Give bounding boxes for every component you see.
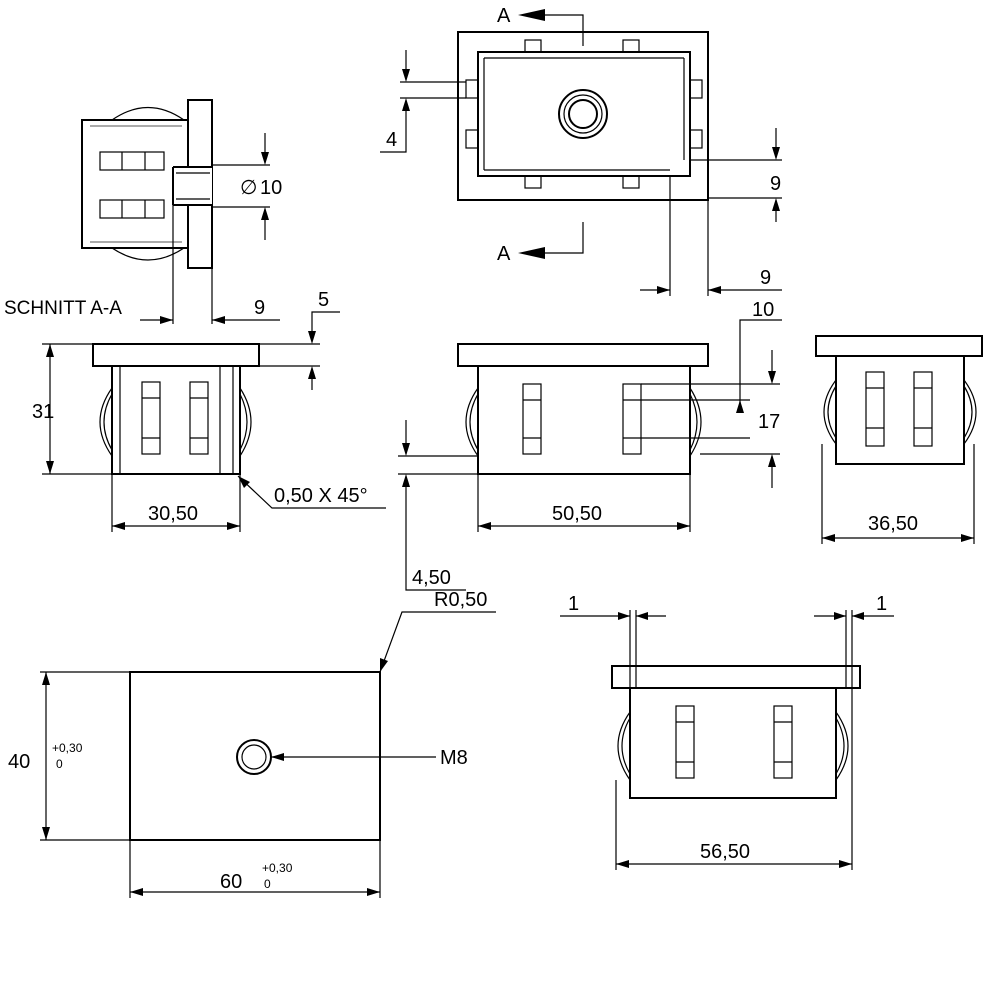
dim-9-side: 9 <box>690 128 782 222</box>
dim-10-value: 10 <box>752 299 774 321</box>
dim-diameter-symbol: ∅ <box>240 177 257 199</box>
dim-40: 40 +0,30 0 <box>8 671 130 841</box>
dim-30-50-value: 30,50 <box>148 503 198 525</box>
front-view-body <box>477 365 691 475</box>
dim-1-right-value: 1 <box>876 593 887 615</box>
dim-10: 10 <box>641 299 782 413</box>
section-view-a-a <box>81 99 213 269</box>
thread-note-value: M8 <box>440 747 468 769</box>
dim-50-50-value: 50,50 <box>552 503 602 525</box>
dim-40-tol-lower: 0 <box>56 757 63 771</box>
dim-1-right: 1 <box>814 593 894 688</box>
dim-diameter-10-value: 10 <box>260 177 282 199</box>
chamfer-note: 0,50 X 45° <box>237 475 386 509</box>
dim-40-tol-upper: +0,30 <box>52 741 83 755</box>
section-arrow-bottom-label: A <box>497 243 511 265</box>
side-view-right-body <box>835 355 965 465</box>
dim-40-value: 40 <box>8 751 30 773</box>
thread-hole <box>568 99 598 129</box>
dim-4-50-value: 4,50 <box>412 567 451 589</box>
chamfer-note-value: 0,50 X 45° <box>274 485 368 507</box>
dim-50-50: 50,50 <box>477 474 691 532</box>
section-slot-lower <box>99 199 165 219</box>
radius-note: R0,50 <box>379 589 496 673</box>
section-title: SCHNITT A-A <box>4 298 122 319</box>
dim-60-tol-upper: +0,30 <box>262 861 293 875</box>
top-view-body <box>477 51 691 177</box>
section-cut-line: A A <box>497 5 584 265</box>
dim-60-tol-lower: 0 <box>264 877 271 891</box>
dim-9-bottom-value: 9 <box>760 267 771 289</box>
dim-56-50: 56,50 <box>615 688 853 870</box>
thread-note: M8 <box>271 747 468 769</box>
dim-1-left-value: 1 <box>568 593 579 615</box>
dim-17-value: 17 <box>758 411 780 433</box>
top-view-outline <box>457 31 709 201</box>
dim-30-50: 30,50 <box>111 474 241 532</box>
dim-9-side-value: 9 <box>770 173 781 195</box>
dim-17: 17 <box>641 350 780 488</box>
side-view-right-flange <box>815 335 983 357</box>
dim-60: 60 +0,30 0 <box>129 840 381 898</box>
dim-4: 4 <box>380 50 466 153</box>
dim-36-50: 36,50 <box>821 444 975 544</box>
dim-diameter-10: ∅ 10 <box>212 133 282 240</box>
rear-view <box>611 665 861 799</box>
front-view-flange <box>457 343 709 367</box>
side-view-left <box>92 343 260 475</box>
side-view-right <box>815 335 983 465</box>
m8-hole-inner <box>241 744 267 770</box>
side-view-left-flange <box>92 343 260 367</box>
section-arrow-top-label: A <box>497 5 511 27</box>
section-top-lobe <box>111 106 185 121</box>
dim-31: 31 <box>32 343 112 475</box>
dim-section-9-value: 9 <box>254 297 265 319</box>
dim-5-value: 5 <box>318 289 329 311</box>
top-view <box>457 31 709 201</box>
dim-60-value: 60 <box>220 871 242 893</box>
section-slot-upper <box>99 151 165 171</box>
dim-36-50-value: 36,50 <box>868 513 918 535</box>
dim-1-left: 1 <box>560 593 666 688</box>
section-bottom-lobe <box>111 247 185 261</box>
dim-56-50-value: 56,50 <box>700 841 750 863</box>
bottom-view-outline <box>129 671 381 841</box>
radius-note-value: R0,50 <box>434 589 487 611</box>
dim-4-value: 4 <box>386 129 397 151</box>
bottom-view <box>129 671 381 841</box>
rear-view-body <box>629 687 837 799</box>
dim-9-bottom: 9 <box>640 176 782 296</box>
dim-section-9: 9 <box>140 205 280 324</box>
front-view <box>457 343 709 475</box>
dim-4-50: 4,50 <box>398 420 478 591</box>
rear-view-flange <box>611 665 861 689</box>
thread-boss-outer <box>558 89 608 139</box>
dim-5: 5 <box>259 289 340 390</box>
side-view-left-body <box>111 365 241 475</box>
dim-31-value: 31 <box>32 401 54 423</box>
